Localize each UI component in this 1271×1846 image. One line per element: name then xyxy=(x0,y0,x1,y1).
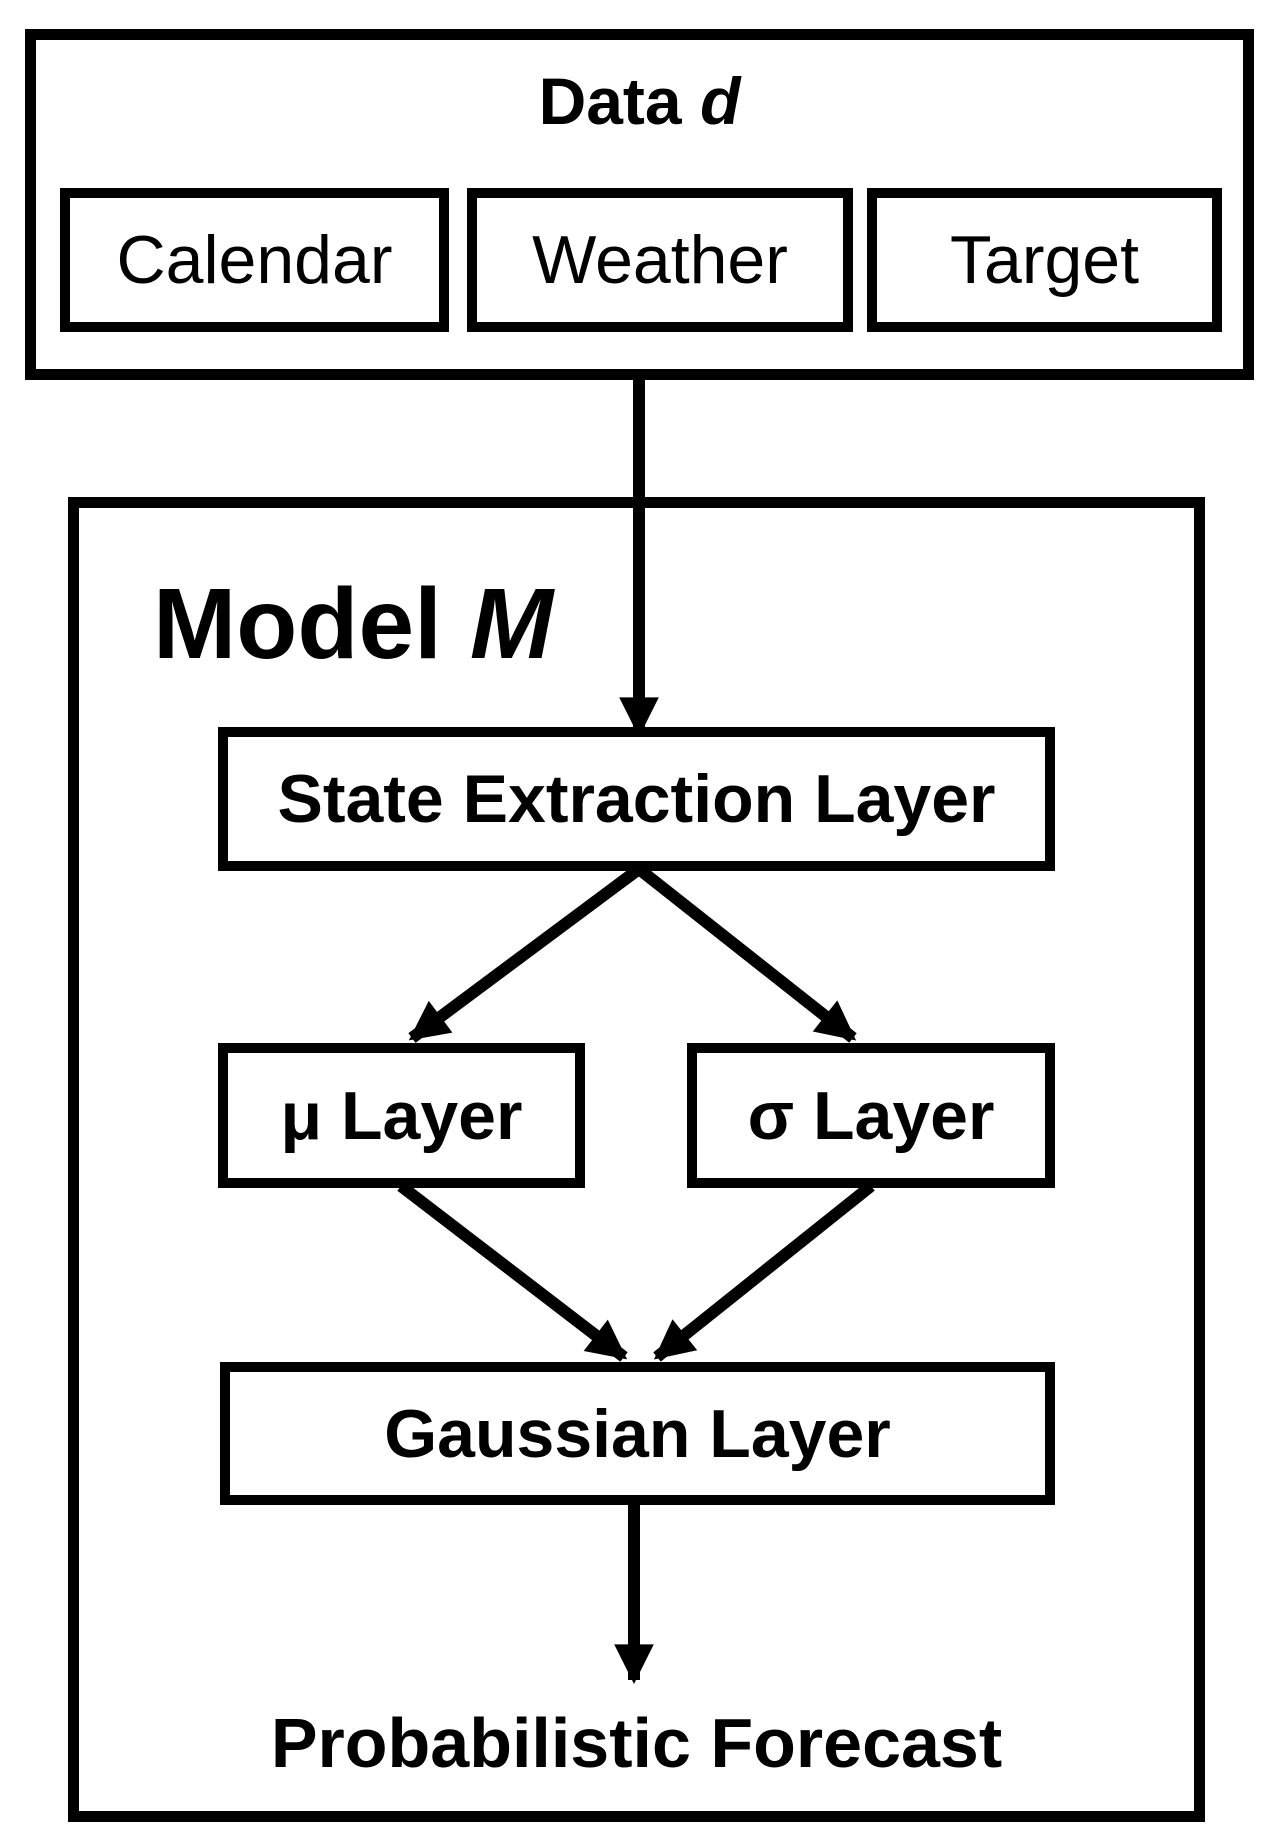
arrow-sigma-to-gaussian xyxy=(653,1181,875,1362)
input-label-calendar: Calendar xyxy=(116,222,393,298)
model-title-text: Model xyxy=(153,568,442,680)
input-label-weather: Weather xyxy=(532,222,788,298)
input-box-weather: Weather xyxy=(467,188,853,332)
gaussian-layer-box: Gaussian Layer xyxy=(220,1362,1055,1505)
state-extraction-layer-label: State Extraction Layer xyxy=(277,761,996,837)
data-title-text: Data xyxy=(538,64,682,138)
probabilistic-forecast-label: Probabilistic Forecast xyxy=(270,1704,1003,1782)
arrow-mu-to-gaussian xyxy=(397,1181,628,1362)
sigma-layer-label: σ Layer xyxy=(747,1077,995,1154)
arrow-state-to-mu xyxy=(408,864,643,1043)
model-title-variable: M xyxy=(469,568,554,680)
mu-layer-label: μ Layer xyxy=(280,1077,523,1154)
mu-layer-box: μ Layer xyxy=(218,1043,585,1188)
sigma-layer-box: σ Layer xyxy=(687,1043,1055,1188)
data-title-variable: d xyxy=(700,64,741,138)
arrow-state-to-sigma xyxy=(635,864,857,1043)
input-label-target: Target xyxy=(950,222,1139,298)
input-box-calendar: Calendar xyxy=(60,188,449,332)
input-box-target: Target xyxy=(867,188,1222,332)
gaussian-layer-label: Gaussian Layer xyxy=(384,1395,891,1472)
